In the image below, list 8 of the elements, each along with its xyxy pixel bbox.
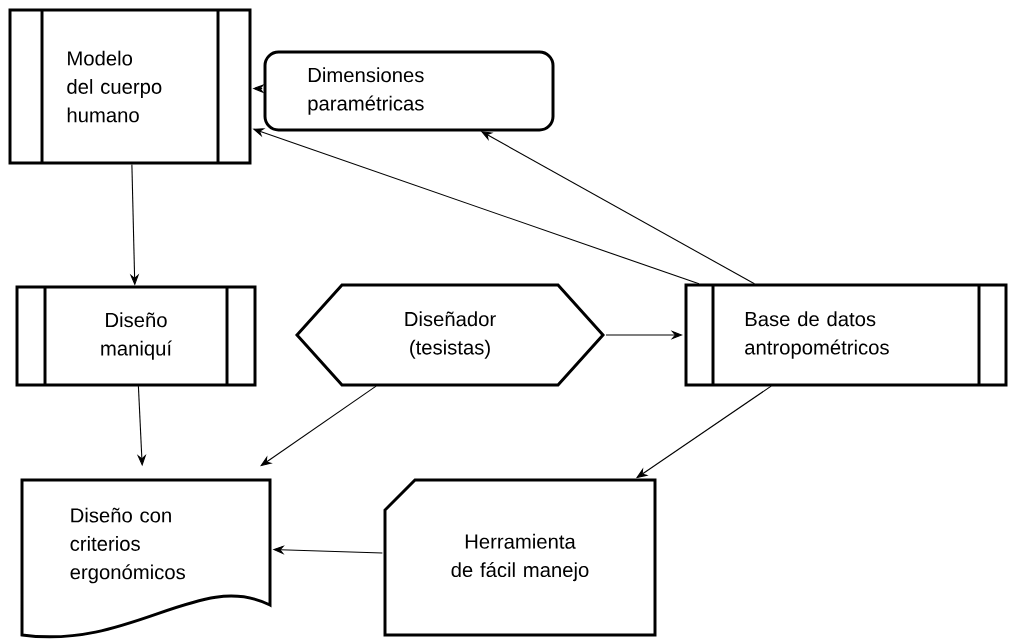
rounded-box: Dimensiones paramétricas (263, 50, 555, 132)
document-box: Diseño con criterios ergonómicos (20, 478, 272, 639)
process-box: Base de datos antropométricos (684, 283, 1008, 387)
process-box: Diseño maniquí (15, 285, 257, 387)
process-box: Modelo del cuerpo humano (8, 8, 252, 165)
arrow (260, 385, 377, 467)
card-box: Herramienta de fácil manejo (383, 478, 657, 637)
hexagon-box: Diseñador (tesistas) (295, 283, 605, 387)
